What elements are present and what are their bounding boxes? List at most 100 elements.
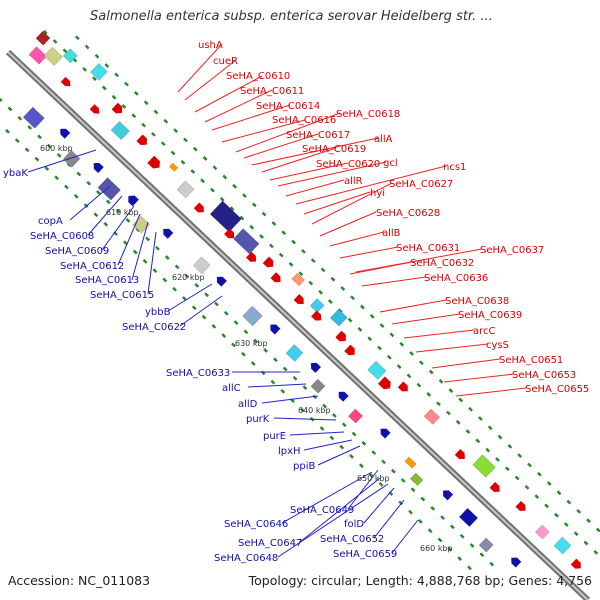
block-shape xyxy=(176,180,195,199)
gene-arrow xyxy=(246,251,257,262)
tick-dash xyxy=(563,522,569,527)
tick-dash xyxy=(292,375,298,381)
leader-line-reverse xyxy=(373,499,405,539)
tick-dash xyxy=(485,447,491,453)
gene-arrow xyxy=(293,294,304,305)
gene-arrow xyxy=(136,134,148,146)
tick-dash xyxy=(320,267,326,273)
leader-line-forward xyxy=(455,387,527,397)
block-shape xyxy=(309,298,325,314)
tick-dash xyxy=(406,373,412,379)
tick-dash xyxy=(251,202,257,208)
tick-dash xyxy=(554,512,559,518)
arrow-shape xyxy=(511,557,522,568)
label-SeHA_C0638: SeHA_C0638 xyxy=(445,296,509,307)
arrow-shape xyxy=(60,76,71,87)
label-purE: purE xyxy=(263,431,286,442)
tick-dash xyxy=(436,401,441,407)
kbp-600: 600 kbp xyxy=(40,144,73,153)
tick-dash xyxy=(222,174,228,180)
tick-dash xyxy=(163,118,169,124)
label-SeHA_C0610: SeHA_C0610 xyxy=(226,71,290,82)
tick-dash xyxy=(281,230,287,236)
tick-dash xyxy=(143,100,149,106)
tick-dash xyxy=(377,345,382,351)
tick-dash xyxy=(232,183,238,189)
tick-dash xyxy=(145,236,151,242)
block-shape xyxy=(168,162,179,172)
leader-line-forward xyxy=(277,161,387,187)
tick-dash xyxy=(302,385,308,390)
gene-block xyxy=(478,537,494,553)
leader-line-reverse xyxy=(303,439,353,451)
forward-gene-labels: ushA cueR SeHA_C0610 SeHA_C0611 SeHA_C06… xyxy=(198,40,589,395)
tick-dash xyxy=(241,351,246,357)
tick-dash xyxy=(104,63,110,68)
tick-dash xyxy=(34,156,40,162)
kbp-labels: 600 kbp 610 kbp 620 kbp 630 kbp 640 kbp … xyxy=(40,144,453,553)
gene-arrow xyxy=(270,272,281,283)
tick-dash xyxy=(475,438,481,444)
leader-line-forward xyxy=(379,299,447,313)
tick-dash xyxy=(96,190,101,195)
block-shape xyxy=(28,46,48,65)
tick-dash xyxy=(261,211,267,217)
gene-block xyxy=(176,180,195,199)
block-shape xyxy=(97,177,121,201)
gene-block xyxy=(367,360,387,380)
tick-dash xyxy=(386,354,392,360)
tick-dash xyxy=(54,175,60,181)
leader-line-reverse xyxy=(281,471,373,524)
tick-dash xyxy=(239,215,245,221)
leader-line-forward xyxy=(211,104,291,131)
label-copA: copA xyxy=(38,216,63,227)
arrow-shape xyxy=(310,362,321,373)
label-SeHA_C0646: SeHA_C0646 xyxy=(224,519,288,530)
tick-dash xyxy=(37,134,42,140)
gene-block xyxy=(90,63,108,81)
tick-dash xyxy=(229,206,235,212)
leader-line-reverse xyxy=(289,431,345,436)
arrow-shape xyxy=(270,272,281,283)
tick-dash xyxy=(83,203,89,209)
tick-dash xyxy=(253,338,259,344)
leader-line-forward xyxy=(285,179,345,197)
leader-line-reverse xyxy=(247,383,307,388)
tick-dash xyxy=(162,277,168,283)
kbp-610: 610 kbp xyxy=(106,208,139,217)
leader-line-forward xyxy=(319,211,377,237)
tick-dash xyxy=(489,561,495,567)
tick-dash xyxy=(396,364,402,369)
tick-dash xyxy=(438,378,444,384)
block-shape xyxy=(285,344,304,362)
topology-text: Topology: circular; Length: 4,888,768 bp… xyxy=(248,573,592,588)
arrow-shape xyxy=(397,381,408,392)
gene-arrow xyxy=(515,500,526,511)
tick-dash xyxy=(445,410,451,416)
label-SeHA_C0622: SeHA_C0622 xyxy=(122,322,186,333)
tick-dash xyxy=(447,546,453,552)
gene-block xyxy=(28,46,48,65)
label-leaders xyxy=(27,43,527,558)
label-purK: purK xyxy=(246,414,270,425)
tick-dash xyxy=(517,453,523,459)
gene-block xyxy=(423,408,441,425)
arrow-shape xyxy=(93,163,104,173)
label-SeHA_C0637: SeHA_C0637 xyxy=(480,245,544,256)
block-shape xyxy=(553,536,572,555)
tick-dash xyxy=(487,425,493,431)
leader-line-reverse xyxy=(27,149,97,173)
label-ybaK: ybaK xyxy=(3,168,28,179)
arrow-shape xyxy=(60,128,71,139)
tick-dash xyxy=(349,454,354,459)
label-SeHA_C0618: SeHA_C0618 xyxy=(336,109,400,120)
tick-dash xyxy=(101,85,107,91)
backbone xyxy=(5,49,591,600)
tick-dash xyxy=(593,549,599,555)
tick-dash xyxy=(458,397,464,403)
tick-dash xyxy=(46,143,52,149)
gene-block xyxy=(242,305,263,327)
leader-line-forward xyxy=(243,133,319,159)
tick-dash xyxy=(133,91,139,96)
tick-dash xyxy=(350,295,355,301)
